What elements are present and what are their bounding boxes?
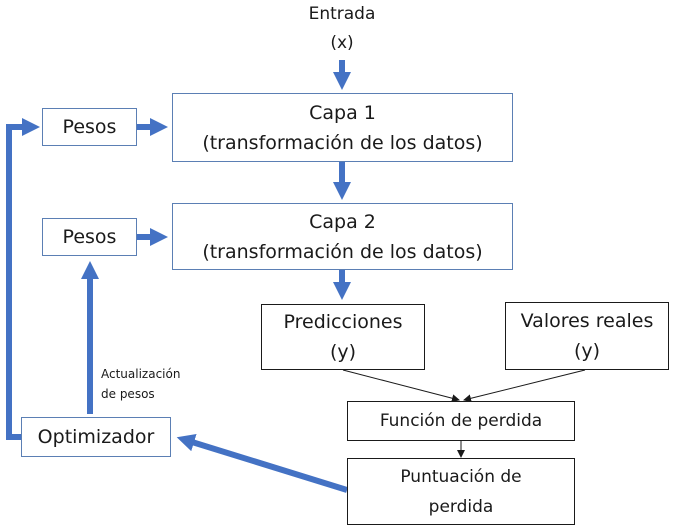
layer2-box: Capa 2 (transformación de los datos): [172, 203, 513, 270]
loss-function-label: Función de perdida: [379, 411, 543, 431]
weights1-label: Pesos: [62, 116, 117, 138]
arrow-optimizer-to-weights1: [6, 118, 40, 440]
weight-update-line2: de pesos: [101, 387, 155, 401]
weights2-label: Pesos: [62, 226, 117, 248]
input-title: Entrada: [308, 4, 376, 24]
loss-score-box: Puntuación de perdida: [347, 458, 575, 525]
loss-function-box: Función de perdida: [347, 401, 575, 441]
weight-update-label: Actualización de pesos: [101, 364, 211, 404]
input-label: Entrada (x): [292, 0, 392, 58]
optimizer-box: Optimizador: [21, 417, 171, 457]
predictions-symbol: (y): [329, 341, 357, 363]
arrow-loss-score-to-optimizer: [176, 433, 348, 493]
layer1-box: Capa 1 (transformación de los datos): [172, 93, 513, 162]
input-symbol: (x): [330, 33, 354, 53]
layer2-title: Capa 2: [309, 210, 376, 233]
weights2-box: Pesos: [42, 218, 137, 256]
layer1-subtitle: (transformación de los datos): [202, 131, 483, 154]
arrow-real-values-to-loss: [463, 369, 586, 403]
real-values-box: Valores reales (y): [505, 302, 669, 370]
layer2-subtitle: (transformación de los datos): [202, 240, 483, 263]
real-values-symbol: (y): [573, 340, 601, 362]
optimizer-label: Optimizador: [37, 426, 155, 448]
arrow-predictions-to-loss: [342, 369, 460, 403]
loss-score-line2: perdida: [428, 496, 494, 517]
predictions-title: Predicciones: [283, 311, 403, 333]
predictions-box: Predicciones (y): [261, 304, 425, 370]
loss-score-line1: Puntuación de: [400, 466, 522, 487]
weight-update-line1: Actualización: [101, 367, 181, 381]
layer1-title: Capa 1: [309, 101, 376, 124]
real-values-title: Valores reales: [520, 310, 654, 332]
weights1-box: Pesos: [42, 108, 137, 146]
